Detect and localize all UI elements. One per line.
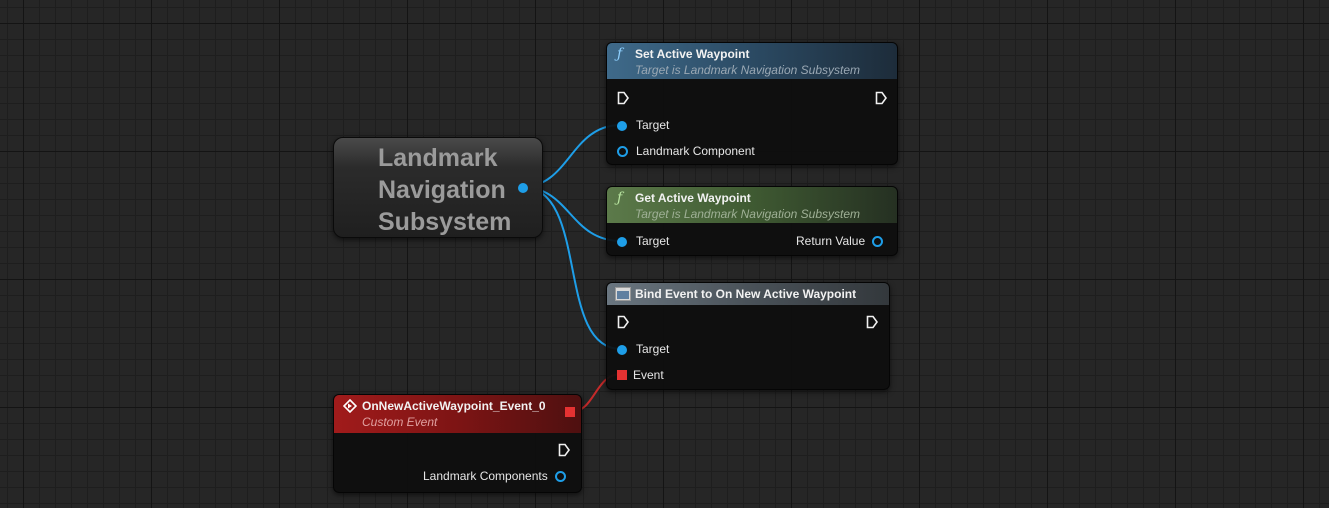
- function-icon: ƒ: [617, 190, 623, 206]
- landmark-navigation-subsystem-node[interactable]: Landmark Navigation Subsystem: [333, 137, 543, 238]
- event-label: Event: [633, 368, 664, 382]
- landmark-components-pin[interactable]: [555, 471, 566, 482]
- exec-in-pin-icon[interactable]: [617, 315, 629, 329]
- set-active-waypoint-title: Set Active Waypoint: [635, 47, 750, 61]
- get-active-waypoint-title: Get Active Waypoint: [635, 191, 751, 205]
- subsystem-title-line-2: Navigation: [378, 176, 506, 204]
- landmark-component-pin[interactable]: [617, 146, 628, 157]
- subsystem-title-line-3: Subsystem: [378, 208, 512, 236]
- get-target-pin[interactable]: [617, 237, 627, 247]
- bind-event-title: Bind Event to On New Active Waypoint: [635, 287, 857, 301]
- landmark-components-label: Landmark Components: [423, 469, 548, 483]
- bind-event-header[interactable]: Bind Event to On New Active Waypoint: [607, 283, 889, 305]
- exec-out-pin-icon[interactable]: [866, 315, 878, 329]
- bind-event-node[interactable]: Bind Event to On New Active Waypoint Tar…: [606, 282, 890, 390]
- get-active-waypoint-header[interactable]: ƒ Get Active Waypoint Target is Landmark…: [607, 187, 897, 223]
- custom-event-header[interactable]: OnNewActiveWaypoint_Event_0 Custom Event: [334, 395, 581, 433]
- landmark-component-label: Landmark Component: [636, 144, 755, 158]
- return-value-pin[interactable]: [872, 236, 883, 247]
- bind-target-label: Target: [636, 342, 670, 356]
- set-active-waypoint-node[interactable]: ƒ Set Active Waypoint Target is Landmark…: [606, 42, 898, 165]
- get-target-label: Target: [636, 234, 670, 248]
- exec-out-pin-icon[interactable]: [558, 443, 570, 457]
- subsystem-title-line-1: Landmark: [378, 144, 498, 172]
- function-icon: ƒ: [617, 46, 623, 62]
- set-target-label: Target: [636, 118, 670, 132]
- set-target-pin[interactable]: [617, 121, 627, 131]
- subsystem-output-pin[interactable]: [518, 183, 528, 193]
- bind-target-pin[interactable]: [617, 345, 627, 355]
- set-active-waypoint-subtitle: Target is Landmark Navigation Subsystem: [635, 63, 860, 77]
- custom-event-node[interactable]: OnNewActiveWaypoint_Event_0 Custom Event…: [333, 394, 582, 493]
- exec-in-pin-icon[interactable]: [617, 91, 629, 105]
- event-delegate-pin[interactable]: [617, 370, 627, 380]
- custom-event-delegate-pin[interactable]: [565, 407, 575, 417]
- return-value-label: Return Value: [796, 234, 866, 248]
- get-active-waypoint-node[interactable]: ƒ Get Active Waypoint Target is Landmark…: [606, 186, 898, 256]
- custom-event-subtitle: Custom Event: [362, 415, 438, 429]
- event-dispatcher-icon: [615, 287, 631, 301]
- get-active-waypoint-subtitle: Target is Landmark Navigation Subsystem: [635, 207, 860, 221]
- set-active-waypoint-header[interactable]: ƒ Set Active Waypoint Target is Landmark…: [607, 43, 897, 79]
- exec-out-pin-icon[interactable]: [875, 91, 887, 105]
- custom-event-title: OnNewActiveWaypoint_Event_0: [362, 399, 546, 413]
- subsystem-node-title: Landmark Navigation Subsystem: [378, 142, 511, 238]
- custom-event-icon: [343, 399, 357, 413]
